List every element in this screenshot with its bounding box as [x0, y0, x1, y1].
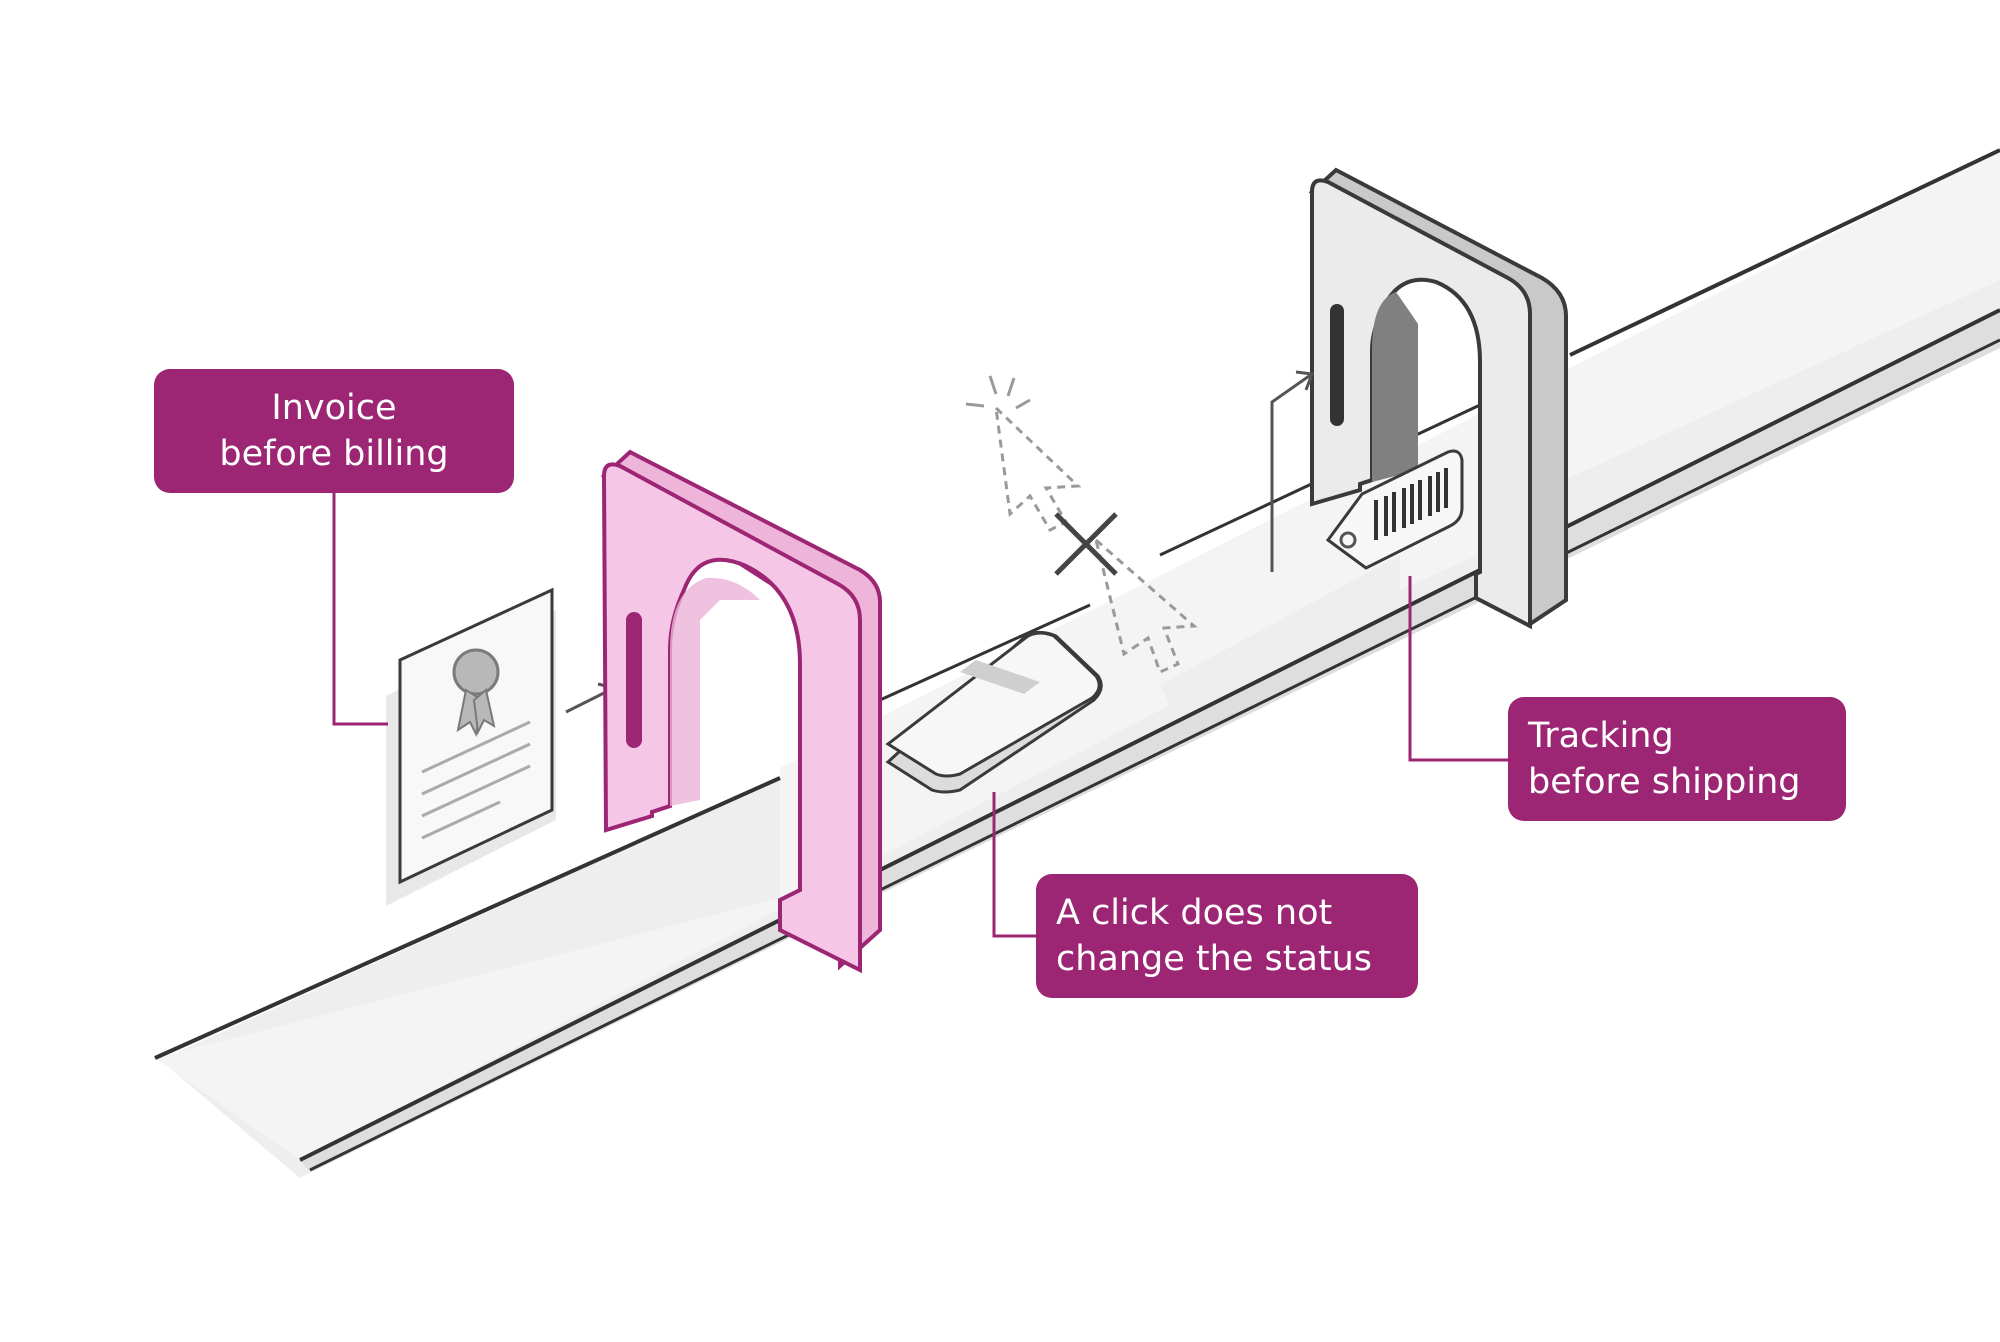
barcode-tag-icon	[1325, 449, 1464, 570]
leader-line-click	[992, 792, 1036, 938]
callout-click-no-status-change: A click does not change the status	[1036, 874, 1418, 998]
conveyor-belt-bottom-edge	[309, 338, 2000, 1172]
x-mark-icon	[1054, 512, 1118, 576]
conveyor-belt-front-face	[300, 310, 2000, 1172]
conveyor-belt-front-edge	[299, 308, 2000, 1162]
callout-tracking-line1: Tracking	[1528, 716, 1674, 756]
mouse-cursor-icon	[965, 375, 1198, 675]
callout-tracking-before-shipping: Tracking before shipping	[1508, 697, 1846, 821]
callout-tracking-line2: before shipping	[1528, 762, 1801, 802]
gray-gate	[1308, 167, 1568, 630]
conveyor-belt-back-edge-right	[1569, 148, 2000, 357]
conveyor-belt-inner-edge-2	[879, 603, 1091, 702]
leader-line-invoice	[332, 493, 388, 726]
callout-invoice-line1: Invoice	[271, 388, 397, 428]
callout-click-line1: A click does not	[1056, 893, 1333, 933]
arrow-into-gray-gate-icon	[1270, 370, 1315, 572]
conveyor-belt-back-edge	[154, 776, 781, 1060]
leader-line-tracking	[1408, 576, 1508, 762]
parcel-icon	[885, 630, 1103, 794]
pink-gate	[600, 449, 882, 974]
certificate-document-icon	[398, 587, 554, 885]
callout-click-line2: change the status	[1056, 939, 1373, 979]
callout-invoice-line2: before billing	[219, 434, 449, 474]
callout-invoice-before-billing: Invoice before billing	[154, 369, 514, 493]
